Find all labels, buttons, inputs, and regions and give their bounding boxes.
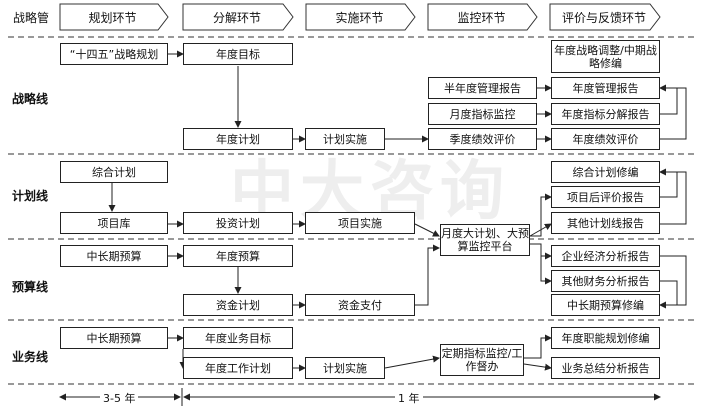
box-mid-long-budget: 中长期预算 — [60, 245, 168, 267]
box-comprehensive-plan: 综合计划 — [60, 161, 168, 183]
box-quarter-eval: 季度绩效评价 — [428, 128, 537, 150]
lane-separators — [8, 36, 697, 385]
box-monitoring-platform: 月度大计划、大预算监控平台 — [440, 224, 530, 256]
timeline-1-year: 1 年 — [395, 390, 423, 406]
phase-implementation: 实施环节 — [335, 10, 384, 25]
box-plan-implementation: 计划实施 — [305, 128, 385, 150]
phase-monitoring: 监控环节 — [457, 10, 506, 25]
box-strategy-adjust: 年度战略调整/中期战略修编 — [551, 40, 660, 73]
phase-chevrons — [59, 3, 661, 31]
box-annual-indicator-report: 年度指标分解报告 — [551, 103, 660, 125]
box-monthly-monitor: 月度指标监控 — [428, 103, 537, 125]
phase-decomposition: 分解环节 — [212, 10, 261, 25]
timeline-3-5-years: 3-5 年 — [100, 390, 139, 406]
box-periodic-monitoring: 定期指标监控/工作督办 — [440, 344, 524, 376]
header-row-title: 战略管 — [12, 10, 49, 25]
box-annual-budget: 年度预算 — [183, 245, 293, 267]
lane-business: 业务线 — [12, 350, 49, 364]
box-mid-budget-revision: 中长期预算修编 — [551, 294, 660, 316]
box-business-plan-implementation: 计划实施 — [305, 357, 385, 379]
box-half-year-report: 半年度管理报告 — [428, 77, 537, 99]
box-other-financial-report: 其他财务分析报告 — [551, 270, 660, 292]
box-annual-business-goal: 年度业务目标 — [183, 327, 293, 349]
box-other-plan-report: 其他计划线报告 — [551, 212, 660, 234]
box-annual-goal: 年度目标 — [183, 43, 293, 65]
phase-evaluation-feedback: 评价与反馈环节 — [561, 10, 646, 25]
box-fund-payment: 资金支付 — [305, 294, 415, 316]
box-annual-work-plan: 年度工作计划 — [183, 357, 293, 379]
box-annual-eval: 年度绩效评价 — [551, 128, 660, 150]
box-145-plan: “十四五”战略规划 — [60, 43, 168, 65]
box-investment-plan: 投资计划 — [183, 212, 293, 234]
box-project-implementation: 项目实施 — [305, 212, 415, 234]
box-annual-mgmt-report: 年度管理报告 — [551, 77, 660, 99]
box-fund-plan: 资金计划 — [183, 294, 293, 316]
box-functional-plan-revision: 年度职能规划修编 — [551, 327, 660, 349]
box-annual-plan: 年度计划 — [183, 128, 293, 150]
box-post-evaluation: 项目后评价报告 — [551, 186, 660, 208]
phase-planning: 规划环节 — [88, 10, 137, 25]
box-biz-mid-long-budget: 中长期预算 — [60, 327, 168, 349]
box-business-summary-report: 业务总结分析报告 — [551, 357, 660, 379]
lane-strategy: 战略线 — [12, 92, 49, 106]
lane-budget: 预算线 — [12, 280, 49, 294]
box-enterprise-analysis-report: 企业经济分析报告 — [551, 245, 660, 267]
box-comp-plan-revision: 综合计划修编 — [551, 161, 660, 183]
box-project-library: 项目库 — [60, 212, 168, 234]
lane-plan: 计划线 — [12, 189, 49, 203]
